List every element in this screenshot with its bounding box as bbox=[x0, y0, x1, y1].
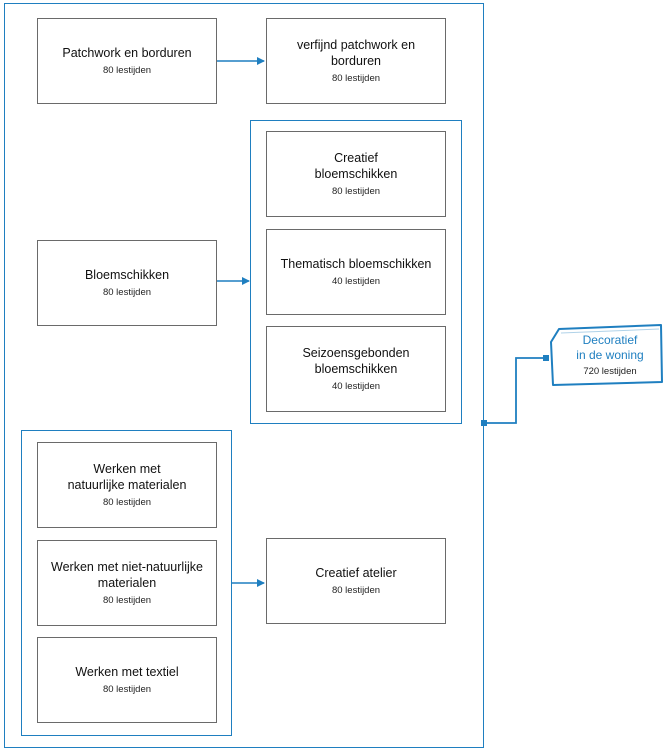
module-hours: 80 lestijden bbox=[102, 684, 152, 695]
module-title: Werken met textiel bbox=[75, 665, 179, 679]
module-hours: 40 lestijden bbox=[331, 381, 381, 392]
module-creatief-bloemschikken: Creatief bloemschikken 80 lestijden bbox=[266, 131, 446, 217]
link-end-node bbox=[543, 355, 549, 361]
outcome-hours: 720 lestijden bbox=[583, 365, 637, 377]
module-hours: 80 lestijden bbox=[102, 595, 152, 606]
module-werken-met-natuurlijke-materialen: Werken met natuurlijke materialen 80 les… bbox=[37, 442, 217, 528]
module-hours: 80 lestijden bbox=[331, 73, 381, 84]
module-seizoensgebonden-bloemschikken: Seizoensgebonden bloemschikken 40 lestij… bbox=[266, 326, 446, 412]
outcome-title: Decoratief in de woning bbox=[576, 332, 644, 362]
module-title: Bloemschikken bbox=[84, 268, 170, 282]
module-hours: 40 lestijden bbox=[331, 276, 381, 287]
module-title: verfijnd patchwork en borduren bbox=[296, 38, 416, 68]
module-title: Creatief bloemschikken bbox=[314, 151, 398, 181]
module-hours: 80 lestijden bbox=[102, 287, 152, 298]
module-creatief-atelier: Creatief atelier 80 lestijden bbox=[266, 538, 446, 624]
module-hours: 80 lestijden bbox=[102, 497, 152, 508]
module-werken-met-niet-natuurlijke-materialen: Werken met niet-natuurlijke materialen 8… bbox=[37, 540, 217, 626]
module-patchwork-en-borduren: Patchwork en borduren 80 lestijden bbox=[37, 18, 217, 104]
materialen-group-frame bbox=[21, 430, 232, 736]
module-hours: 80 lestijden bbox=[331, 585, 381, 596]
outcome-decoratief-in-de-woning: Decoratief in de woning 720 lestijden bbox=[549, 324, 665, 386]
module-title: Patchwork en borduren bbox=[62, 46, 192, 60]
module-bloemschikken: Bloemschikken 80 lestijden bbox=[37, 240, 217, 326]
module-hours: 80 lestijden bbox=[331, 186, 381, 197]
module-thematisch-bloemschikken: Thematisch bloemschikken 40 lestijden bbox=[266, 229, 446, 315]
bloemschikken-group-frame bbox=[250, 120, 462, 424]
link-start-node bbox=[481, 420, 487, 426]
outer-frame bbox=[4, 3, 484, 748]
module-verfijnd-patchwork-en-borduren: verfijnd patchwork en borduren 80 lestij… bbox=[266, 18, 446, 104]
module-title: Thematisch bloemschikken bbox=[280, 257, 432, 271]
module-title: Werken met niet-natuurlijke materialen bbox=[51, 560, 203, 590]
module-title: Creatief atelier bbox=[315, 566, 397, 580]
module-hours: 80 lestijden bbox=[102, 65, 152, 76]
link-frame-to-outcome bbox=[484, 357, 547, 424]
module-title: Werken met natuurlijke materialen bbox=[67, 462, 187, 492]
outcome-tag-shape bbox=[550, 324, 663, 386]
module-title: Seizoensgebonden bloemschikken bbox=[302, 346, 410, 376]
module-werken-met-textiel: Werken met textiel 80 lestijden bbox=[37, 637, 217, 723]
